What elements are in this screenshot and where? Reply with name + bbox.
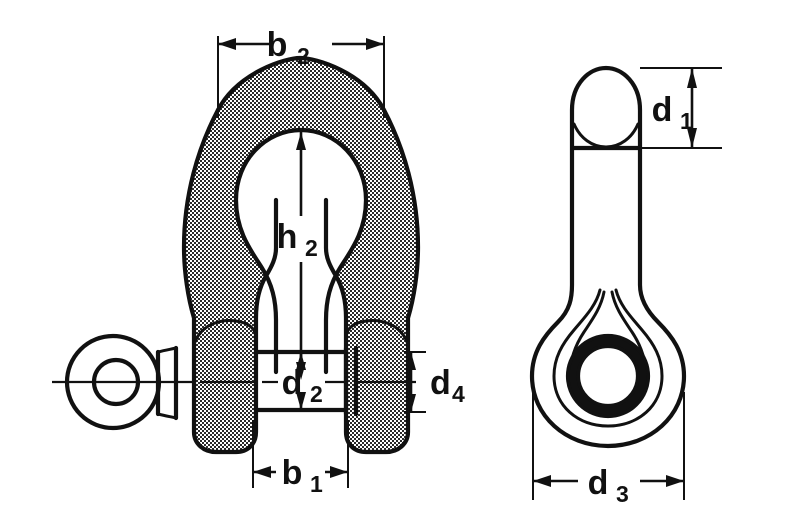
- dimension-b2: b 2: [217, 26, 385, 118]
- dimension-label-b2: b: [267, 26, 288, 64]
- dimension-subscript-d4: 4: [452, 381, 465, 407]
- side-view: d 1 d 3: [529, 65, 722, 507]
- dimension-label-d4: d: [430, 364, 451, 402]
- b2-arrow-left: [218, 38, 236, 50]
- dimension-d1: d 1: [640, 67, 722, 149]
- bow-outer-outline-right: [215, 55, 421, 455]
- dimension-d3: d 3: [532, 392, 685, 507]
- dimension-subscript-d3: 3: [616, 481, 629, 507]
- dimension-subscript-b2: 2: [297, 43, 310, 69]
- dimension-subscript-d1: 1: [680, 108, 693, 134]
- b2-arrow-right: [366, 38, 384, 50]
- dimension-label-b1: b: [282, 454, 303, 492]
- d4-arrow-bottom: [406, 394, 416, 412]
- left-ear-arc: [193, 319, 258, 344]
- d2-arrow-bottom: [296, 392, 306, 410]
- h2-arrow-top: [296, 132, 306, 150]
- dimension-label-d1: d: [652, 91, 673, 129]
- d3-arrow-left: [533, 475, 551, 487]
- dimension-d2: d 2: [262, 352, 344, 410]
- side-bore-outer-circle: [565, 333, 651, 419]
- d2-arrow-top: [296, 352, 306, 370]
- dimension-subscript-d2: 2: [310, 381, 323, 407]
- d1-arrow-top: [687, 68, 697, 88]
- d3-arrow-right: [666, 475, 684, 487]
- dimension-label-d3: d: [588, 464, 609, 502]
- dimension-subscript-b1: 1: [310, 471, 323, 497]
- d4-arrow-top: [406, 352, 416, 370]
- b1-arrow-left: [253, 466, 271, 478]
- dimension-subscript-h2: 2: [305, 235, 318, 261]
- right-ear-arc: [344, 319, 409, 344]
- bow-inner-opening-outline: [233, 127, 369, 375]
- side-body-outline: [529, 65, 687, 449]
- dimension-label-d2: d: [282, 364, 303, 402]
- d1-arrow-bottom: [687, 128, 697, 148]
- dimension-b1: b 1: [252, 420, 349, 497]
- side-bore-inner-circle: [575, 343, 641, 409]
- dimension-label-h2: h: [277, 218, 298, 256]
- front-view: b 2 h 2 d 2: [52, 26, 470, 497]
- side-bore-ring-band: [569, 337, 647, 415]
- b1-arrow-right: [330, 466, 348, 478]
- side-bar-top-arc: [572, 122, 640, 149]
- side-boss-inner-contour: [552, 288, 664, 428]
- dimension-d4: d 4: [404, 351, 465, 413]
- pin-neck-fillets: [156, 346, 178, 420]
